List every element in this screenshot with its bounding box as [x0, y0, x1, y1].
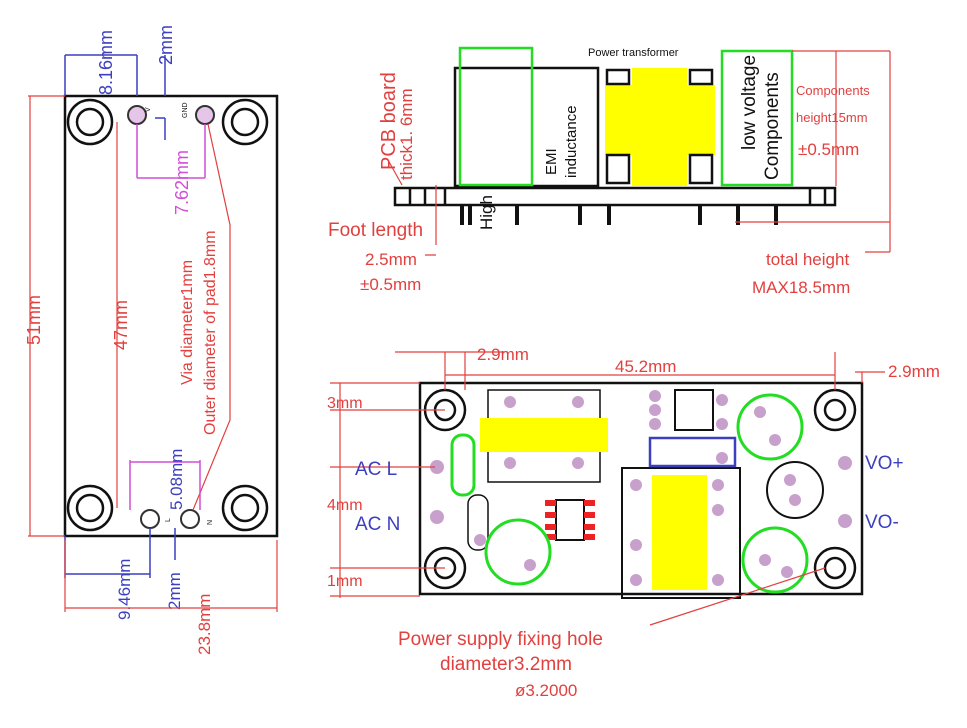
components-label: Components — [762, 72, 783, 180]
dim-7-62mm: 7.62mm — [172, 150, 192, 215]
low-voltage-label: low voltage — [739, 55, 760, 150]
top-view: 2.9mm 45.2mm 2.9mm 3mm 4mm 1mm AC L AC N… — [327, 345, 940, 700]
high-label: High — [477, 195, 496, 230]
dim-2mm-top: 2mm — [156, 25, 176, 65]
ac-n-label: AC N — [355, 514, 400, 535]
ic-chip — [555, 499, 585, 541]
emi-inductor-top — [480, 418, 608, 452]
foot-length-value: 2.5mm — [365, 250, 417, 269]
power-transformer-label: Power transformer — [588, 47, 679, 59]
foot-length-label: Foot length — [328, 220, 423, 241]
bottom-footprint-view: V GND L N 8.16mm 2mm 7.62mm 51mm 47mm Vi… — [24, 25, 279, 655]
pad-diameter-note: Outer diameter of pad1.8mm — [202, 230, 219, 435]
pads — [430, 390, 852, 586]
vo-minus-label: VO- — [865, 512, 899, 533]
components-height-tolerance: ±0.5mm — [798, 140, 859, 159]
fixing-hole-diameter: diameter3.2mm — [440, 654, 572, 675]
dim-8-16mm: 8.16mm — [96, 30, 116, 95]
pins-side — [460, 205, 778, 225]
transformer-core — [632, 68, 687, 186]
dim-51mm: 51mm — [24, 295, 44, 345]
components-height-value: height15mm — [796, 110, 868, 125]
dim-2mm-bottom: 2mm — [165, 572, 184, 610]
high-voltage-area — [458, 46, 534, 187]
pin-label-n: N — [207, 520, 214, 525]
dim-23-8mm: 23.8mm — [195, 594, 214, 655]
pins — [127, 105, 215, 529]
vo-plus-label: VO+ — [865, 453, 904, 474]
low-voltage-area — [720, 49, 794, 187]
pin-label-gnd: GND — [182, 102, 189, 118]
total-height-label: total height — [766, 250, 849, 269]
dim-45-2mm: 45.2mm — [615, 357, 676, 376]
components-height-label: Components — [796, 83, 870, 98]
pcb-side — [393, 186, 837, 207]
pcb-thick-label: thick1. 6mm — [397, 88, 416, 180]
total-height-value: MAX18.5mm — [752, 278, 850, 297]
emi-label: EMI — [543, 148, 560, 175]
transformer-top — [652, 475, 707, 590]
dim-9-46mm: 9.46mm — [115, 559, 134, 620]
side-view: Power transformer EMI inductance low vol… — [328, 46, 891, 297]
dim-2-9mm-left: 2.9mm — [477, 345, 529, 364]
dim-5-08mm: 5.08mm — [167, 449, 186, 510]
board-top — [418, 381, 864, 596]
pcb-board-label: PCB board — [378, 72, 400, 170]
dim-4mm: 4mm — [327, 497, 363, 514]
via-diameter-note: Via diameter1mm — [179, 260, 196, 385]
dim-3mm: 3mm — [327, 395, 363, 412]
dim-1mm: 1mm — [327, 573, 363, 590]
fixing-hole-note: Power supply fixing hole — [398, 629, 603, 650]
capacitors — [484, 393, 824, 594]
dim-2-9mm-right: 2.9mm — [888, 362, 940, 381]
foot-length-tolerance: ±0.5mm — [360, 275, 421, 294]
board-outline — [63, 94, 279, 538]
ac-l-label: AC L — [355, 459, 397, 480]
mounting-holes — [66, 98, 269, 532]
pin-label-v: V — [145, 107, 152, 112]
dim-47mm: 47mm — [111, 300, 131, 350]
inductance-label: inductance — [563, 105, 580, 178]
pin-label-l: L — [165, 518, 172, 522]
fixing-hole-value: ø3.2000 — [515, 681, 577, 700]
